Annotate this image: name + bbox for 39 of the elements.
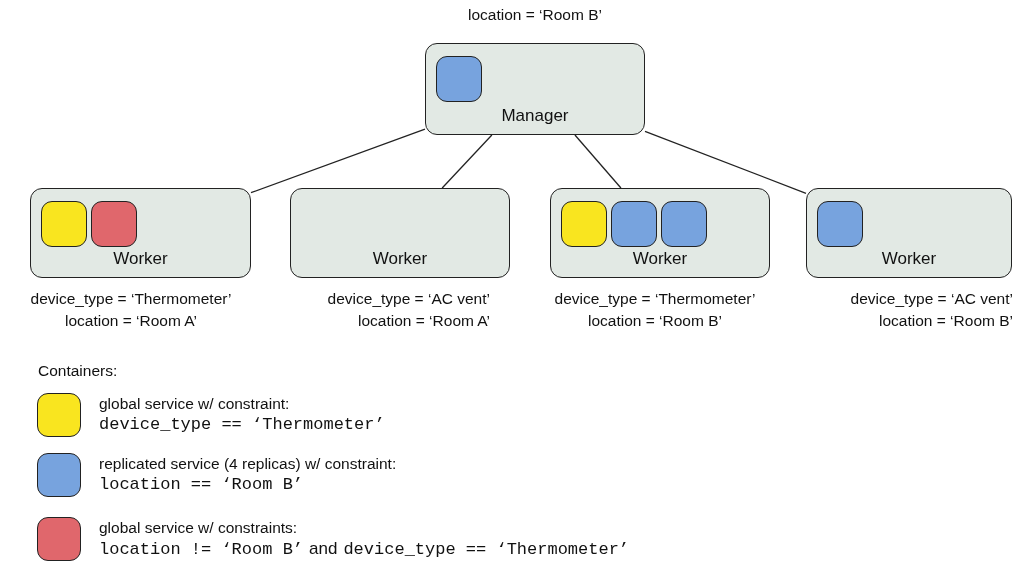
connector-line <box>441 134 493 189</box>
legend-text: global service w/ constraint: <box>99 395 291 413</box>
node-box <box>550 188 770 278</box>
legend-title: Containers: <box>38 362 118 380</box>
constraint-code: device_type == ‘Thermometer’ <box>99 415 385 434</box>
constraint-code: location != ‘Room B’ <box>99 540 304 559</box>
connector-line <box>250 128 426 194</box>
container-square <box>561 201 607 247</box>
constraint-code: location == ‘Room B’ <box>99 475 304 494</box>
container-square <box>41 201 87 247</box>
node-caption: location = ‘Room B’ <box>468 5 602 25</box>
node-caption: device_type = ‘Thermometer’ <box>30 289 232 309</box>
legend-text: replicated service (4 replicas) w/ constraint: <box>99 455 397 473</box>
container-square <box>611 201 657 247</box>
node-box <box>806 188 1012 278</box>
conjunction-text: and <box>309 539 338 559</box>
node-caption: location = ‘Room A’ <box>65 311 197 331</box>
node-caption: location = ‘Room B’ <box>879 311 1013 331</box>
node-box <box>290 188 510 278</box>
node-label: Worker <box>631 249 689 269</box>
container-square <box>436 56 482 102</box>
constraint-code: device_type == ‘Thermometer’ <box>343 540 630 559</box>
node-caption: device_type = ‘AC vent’ <box>850 289 1013 309</box>
node-box <box>30 188 251 278</box>
legend-text: global service w/ constraints: <box>99 519 299 537</box>
container-square <box>91 201 137 247</box>
node-label: Worker <box>371 249 429 269</box>
connector-line <box>574 134 622 189</box>
node-label: Worker <box>112 249 169 269</box>
node-caption: device_type = ‘Thermometer’ <box>554 289 756 309</box>
node-caption: device_type = ‘AC vent’ <box>327 289 490 309</box>
container-square <box>817 201 863 247</box>
node-box <box>425 43 645 135</box>
node-caption: location = ‘Room B’ <box>588 311 722 331</box>
node-label: Worker <box>880 249 938 269</box>
container-square <box>661 201 707 247</box>
connector-line <box>644 130 807 194</box>
node-caption: location = ‘Room A’ <box>358 311 490 331</box>
node-label: Manager <box>500 106 570 126</box>
